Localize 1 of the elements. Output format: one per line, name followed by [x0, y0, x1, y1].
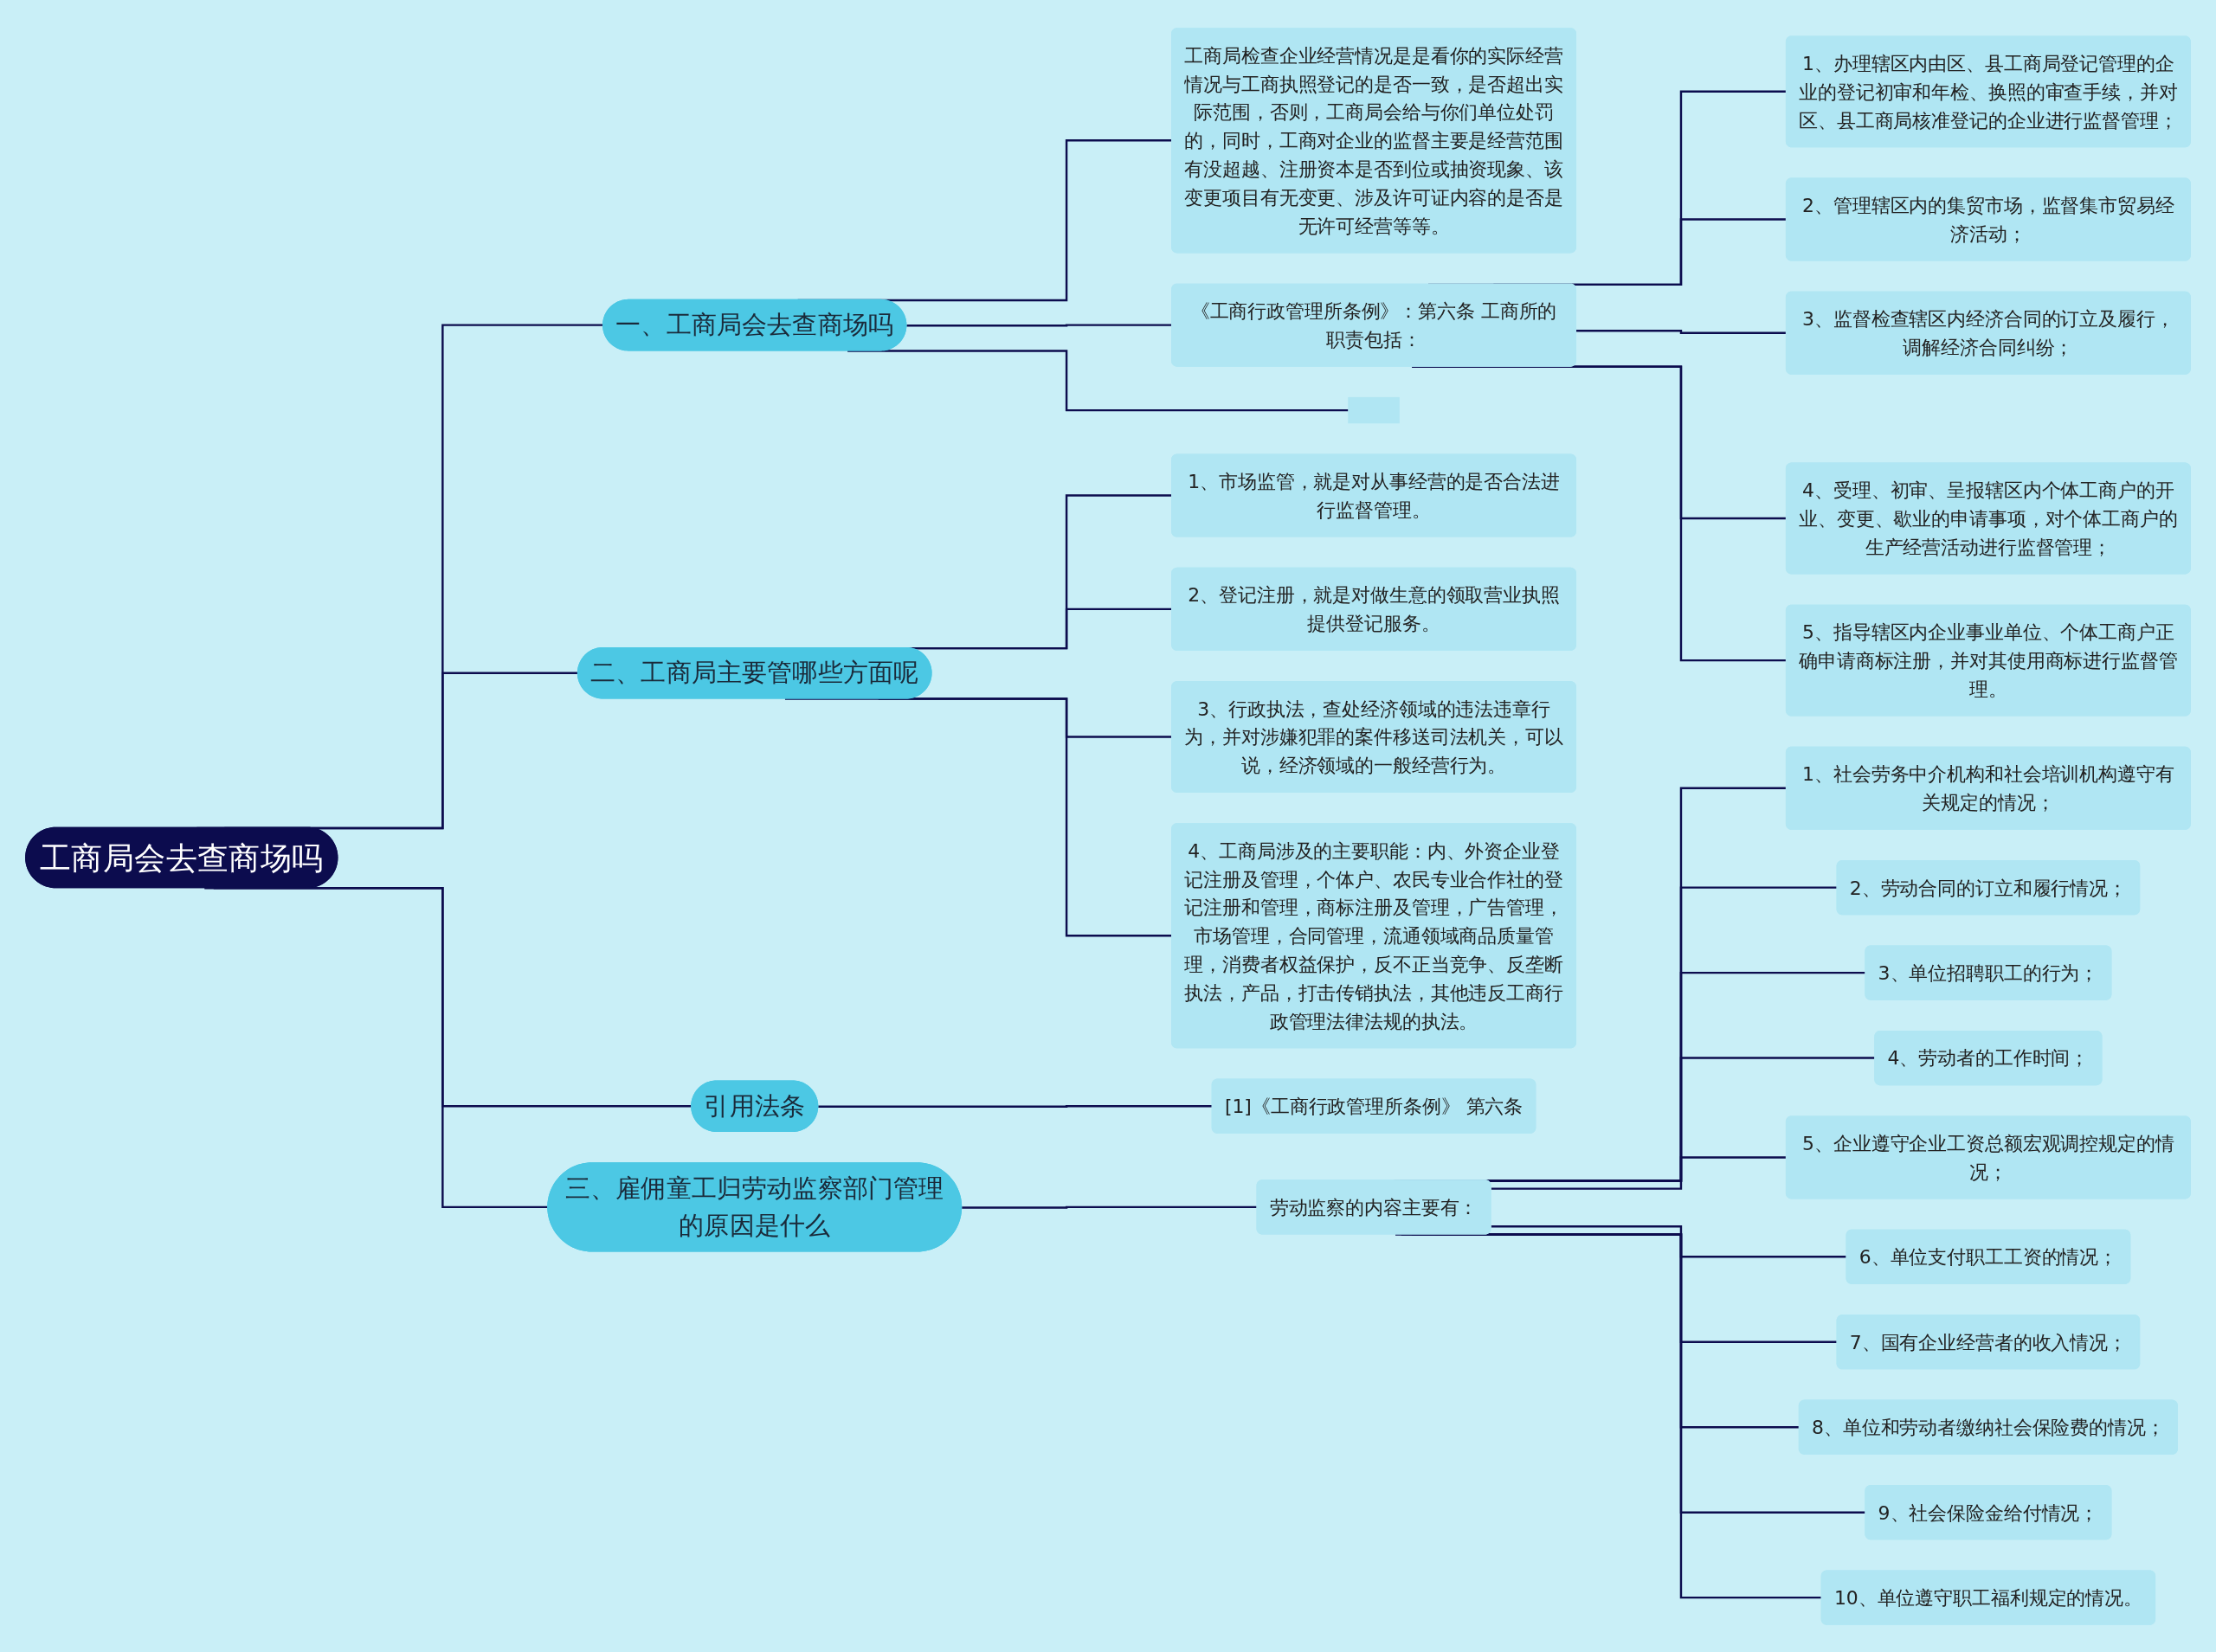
- node-box: [1348, 396, 1400, 423]
